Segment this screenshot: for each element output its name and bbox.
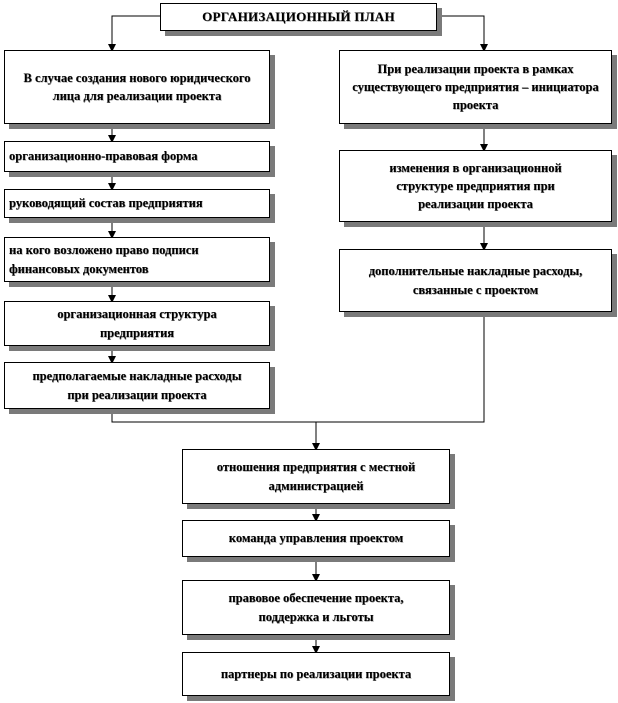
plan-title: ОРГАНИЗАЦИОННЫЙ ПЛАН — [160, 3, 437, 31]
left-item-1-text: организационно-правовая форма — [9, 149, 198, 164]
right-branch-header: При реализации проекта в рамках существу… — [339, 50, 612, 124]
left-item-4: организационная структура предприятия — [4, 301, 270, 346]
left-branch-header: В случае создания нового юридического ли… — [4, 50, 270, 124]
left-item-2: руководящий состав предприятия — [4, 189, 270, 218]
bottom-item-3: правовое обеспечение проекта, поддержка … — [182, 580, 450, 635]
left-item-2-text: руководящий состав предприятия — [9, 196, 203, 211]
plan-title-text: ОРГАНИЗАЦИОННЫЙ ПЛАН — [202, 8, 395, 24]
bottom-item-3-text: правовое обеспечение проекта, поддержка … — [228, 591, 404, 624]
bottom-item-2: команда управления проектом — [182, 520, 450, 557]
left-item-5: предполагаемые накладные расходы при реа… — [4, 362, 270, 409]
left-item-1: организационно-правовая форма — [4, 141, 270, 172]
left-branch-header-text: В случае создания нового юридического ли… — [23, 70, 251, 103]
bottom-item-1: отношения предприятия с местной админист… — [182, 449, 450, 504]
bottom-item-1-text: отношения предприятия с местной админист… — [216, 460, 416, 493]
right-branch-header-text: При реализации проекта в рамках существу… — [352, 61, 599, 113]
right-item-2-text: дополнительные накладные расходы, связан… — [368, 264, 583, 297]
arrow-title-left — [108, 15, 160, 52]
left-item-4-text: организационная структура предприятия — [57, 307, 217, 340]
bottom-item-2-text: команда управления проектом — [228, 531, 404, 546]
right-item-1: изменения в организационной структуре пр… — [339, 150, 612, 222]
left-item-5-text: предполагаемые накладные расходы при реа… — [32, 369, 242, 402]
right-item-2: дополнительные накладные расходы, связан… — [339, 249, 612, 312]
left-item-3-text: на кого возложено право подписи финансов… — [9, 243, 199, 276]
bottom-item-4: партнеры по реализации проекта — [182, 652, 450, 696]
merge-line — [111, 312, 485, 423]
bottom-item-4-text: партнеры по реализации проекта — [220, 666, 412, 681]
right-item-1-text: изменения в организационной структуре пр… — [389, 160, 562, 212]
arrow-title-right — [437, 15, 488, 52]
left-item-3: на кого возложено право подписи финансов… — [4, 237, 270, 282]
